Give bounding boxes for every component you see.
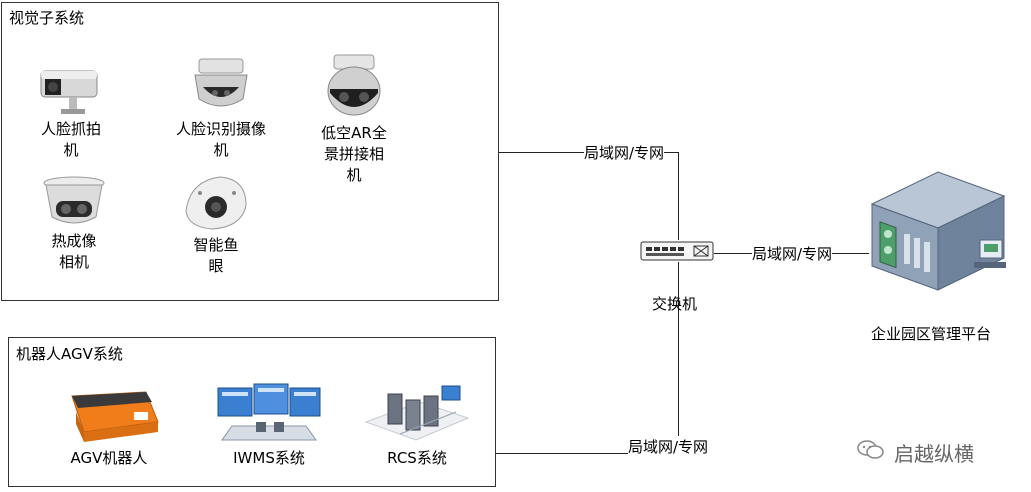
dome-camera-icon xyxy=(194,58,248,107)
agv-robot-icon xyxy=(71,391,159,442)
watermark-text: 启越纵横 xyxy=(894,442,974,466)
iwms-system: IWMS系统 xyxy=(209,378,329,469)
vision-subsystem-title: 视觉子系统 xyxy=(9,9,85,27)
ar-panoramic-camera-label-1: 低空AR全 xyxy=(321,124,387,142)
link-switch-down xyxy=(678,262,679,453)
network-switch xyxy=(640,240,716,264)
rcs-system-label: RCS系统 xyxy=(387,449,447,467)
switch-label: 交换机 xyxy=(652,295,698,313)
fisheye-camera-label-1: 智能鱼 xyxy=(193,236,239,254)
ar-panoramic-camera-label-3: 机 xyxy=(346,166,362,184)
ar-panoramic-camera-label-2: 景拼接相 xyxy=(323,145,384,163)
server-icon xyxy=(870,171,1006,291)
fisheye-camera: 智能鱼 眼 xyxy=(166,171,266,277)
link-label-bottom: 局域网/专网 xyxy=(628,436,709,457)
link-label-right: 局域网/专网 xyxy=(752,243,833,264)
face-capture-camera-label-2: 机 xyxy=(63,141,79,159)
panoramic-camera-icon xyxy=(327,54,381,116)
platform-label: 企业园区管理平台 xyxy=(871,325,992,343)
face-recognition-camera-label-1: 人脸识别摄像 xyxy=(175,120,266,138)
watermark: 启越纵横 xyxy=(856,438,1016,466)
fisheye-camera-label-2: 眼 xyxy=(208,257,224,275)
face-recognition-camera-label-2: 机 xyxy=(213,141,229,159)
iwms-system-label: IWMS系统 xyxy=(233,449,305,467)
management-platform xyxy=(864,166,1016,296)
thermal-camera-label-2: 相机 xyxy=(58,253,89,271)
iwms-screens-icon xyxy=(217,383,321,441)
face-recognition-camera: 人脸识别摄像 机 xyxy=(166,53,276,161)
vision-subsystem-box: 视觉子系统 人脸抓拍 机 人脸识别摄像 机 xyxy=(1,2,499,301)
agv-robot: AGV机器人 xyxy=(49,382,169,469)
link-robot-horizontal xyxy=(496,453,679,454)
robot-agv-system-box: 机器人AGV系统 AGV机器人 IWMS系统 xyxy=(8,337,496,487)
fisheye-camera-icon xyxy=(185,176,247,230)
robot-agv-system-title: 机器人AGV系统 xyxy=(16,345,123,363)
bullet-camera-icon xyxy=(40,70,98,114)
rcs-system: RCS系统 xyxy=(357,378,477,469)
thermal-camera: 热成像 相机 xyxy=(24,173,124,273)
ar-panoramic-camera: 低空AR全 景拼接相 机 xyxy=(304,51,404,186)
switch-icon xyxy=(640,241,714,261)
thermal-turret-camera-icon xyxy=(43,176,105,224)
agv-robot-label: AGV机器人 xyxy=(70,449,148,467)
rcs-servers-icon xyxy=(364,385,470,441)
link-vision-vertical xyxy=(678,152,679,240)
face-capture-camera-label-1: 人脸抓拍 xyxy=(40,120,101,138)
wechat-icon xyxy=(857,440,884,459)
thermal-camera-label-1: 热成像 xyxy=(51,232,97,250)
face-capture-camera: 人脸抓拍 机 xyxy=(21,59,121,161)
link-label-top: 局域网/专网 xyxy=(584,142,665,163)
